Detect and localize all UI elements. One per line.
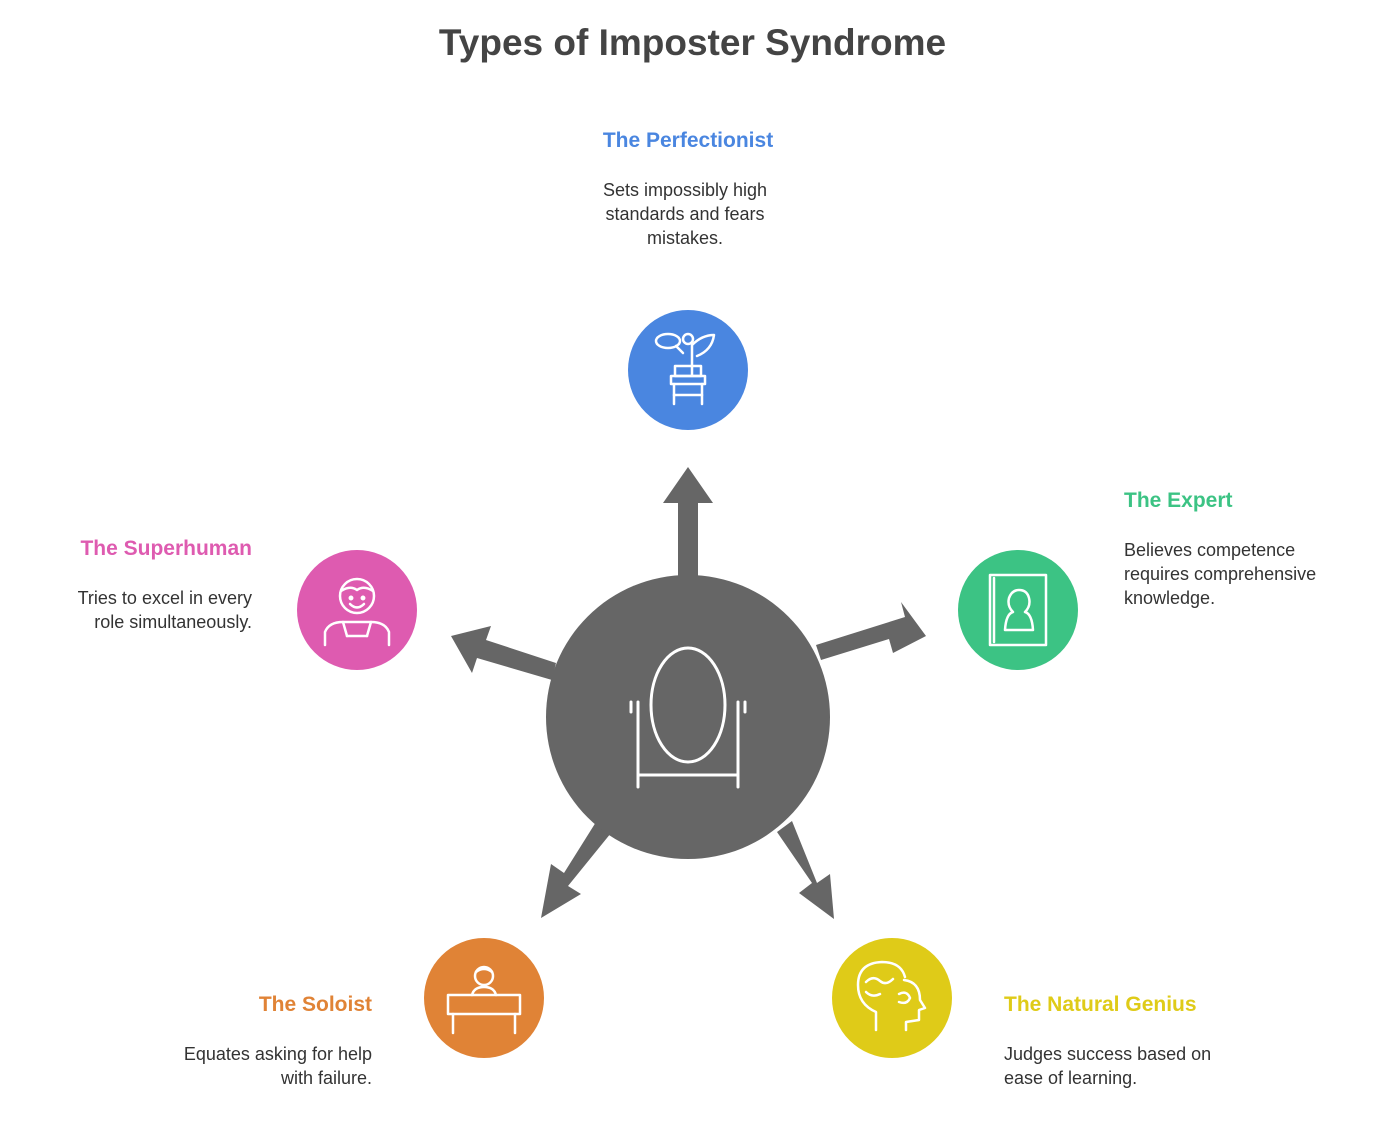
page-title: Types of Imposter Syndrome bbox=[438, 22, 947, 63]
arrow-to-perfectionist bbox=[663, 467, 713, 580]
arrow-to-expert bbox=[816, 602, 926, 660]
perfectionist-description: Sets impossibly high standards and fears… bbox=[602, 180, 768, 248]
expert-node[interactable] bbox=[958, 550, 1078, 670]
soloist-description: Equates asking for help with failure. bbox=[183, 1044, 372, 1088]
person-at-desk-icon bbox=[446, 965, 522, 1035]
smiling-person-icon bbox=[323, 577, 391, 647]
head-puzzle-icon bbox=[856, 960, 927, 1032]
superhuman-node[interactable] bbox=[297, 550, 417, 670]
profile-book-icon bbox=[988, 573, 1048, 647]
soloist-title: The Soloist bbox=[258, 993, 372, 1016]
perfectionist-node[interactable] bbox=[628, 310, 748, 430]
superhuman-description: Tries to excel in every role simultaneou… bbox=[77, 588, 252, 632]
perfectionist-title: The Perfectionist bbox=[602, 129, 774, 152]
natural-genius-node[interactable] bbox=[832, 938, 952, 1058]
soloist-node[interactable] bbox=[424, 938, 544, 1058]
natural-genius-title: The Natural Genius bbox=[1004, 993, 1197, 1016]
arrow-to-superhuman bbox=[451, 626, 556, 680]
plant-on-stand-icon bbox=[654, 332, 716, 406]
arrow-to-natural-genius bbox=[777, 821, 834, 919]
natural-genius-description: Judges success based on ease of learning… bbox=[1004, 1044, 1212, 1088]
mirror-icon bbox=[629, 646, 747, 789]
center-hub bbox=[546, 575, 830, 859]
expert-description: Believes competence requires comprehensi… bbox=[1124, 540, 1317, 608]
superhuman-title: The Superhuman bbox=[80, 537, 252, 560]
arrow-to-soloist bbox=[541, 822, 611, 918]
expert-title: The Expert bbox=[1124, 489, 1233, 512]
